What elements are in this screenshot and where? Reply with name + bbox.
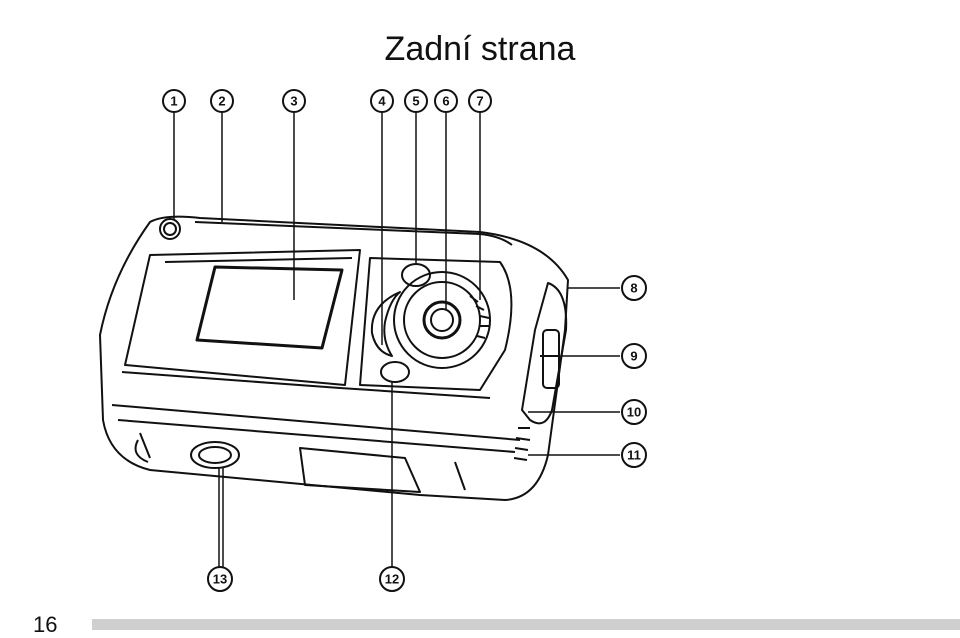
callout-11-circle — [621, 442, 647, 468]
page-title-text: Zadní strana — [384, 30, 576, 68]
mode-dial-center — [422, 300, 462, 340]
footer-bar — [92, 619, 960, 630]
button-12 — [380, 361, 410, 383]
bottom-recess — [299, 447, 421, 493]
button-4 — [370, 291, 401, 357]
callout-8: 8 — [630, 281, 637, 296]
callout-3: 3 — [290, 94, 297, 109]
callout-1-circle — [162, 89, 186, 113]
side-panel — [521, 282, 568, 425]
callout-13-circle — [207, 566, 233, 592]
callout-12-circle — [379, 566, 405, 592]
callout-6-circle — [434, 89, 458, 113]
mode-dial-outer — [393, 271, 491, 369]
lcd-screen — [195, 265, 344, 350]
tripod-mount — [190, 441, 240, 469]
side-switch — [542, 329, 560, 389]
callout-5: 5 — [412, 94, 419, 109]
callout-13: 13 — [213, 572, 227, 587]
camera-bottom-ridge — [111, 404, 521, 441]
callout-7-circle — [468, 89, 492, 113]
page-title: Zadní strana — [0, 30, 960, 69]
callout-10: 10 — [627, 405, 641, 420]
callout-9: 9 — [630, 349, 637, 364]
callout-2: 2 — [218, 94, 225, 109]
callout-11: 11 — [627, 448, 641, 463]
callout-10-circle — [621, 399, 647, 425]
lcd-frame — [124, 249, 361, 386]
page-number: 16 — [33, 612, 58, 637]
callout-8-circle — [621, 275, 647, 301]
callout-9-circle — [621, 343, 647, 369]
control-panel — [359, 257, 513, 391]
camera-body — [99, 215, 569, 501]
callout-7: 7 — [476, 94, 483, 109]
callout-2-circle — [210, 89, 234, 113]
viewfinder — [159, 218, 181, 240]
callout-3-circle — [282, 89, 306, 113]
callout-5-circle — [404, 89, 428, 113]
callout-6: 6 — [442, 94, 449, 109]
callout-12: 12 — [385, 572, 399, 587]
callout-4-circle — [370, 89, 394, 113]
callout-1: 1 — [170, 94, 177, 109]
side-connectors — [513, 427, 531, 461]
callout-4: 4 — [378, 94, 386, 109]
